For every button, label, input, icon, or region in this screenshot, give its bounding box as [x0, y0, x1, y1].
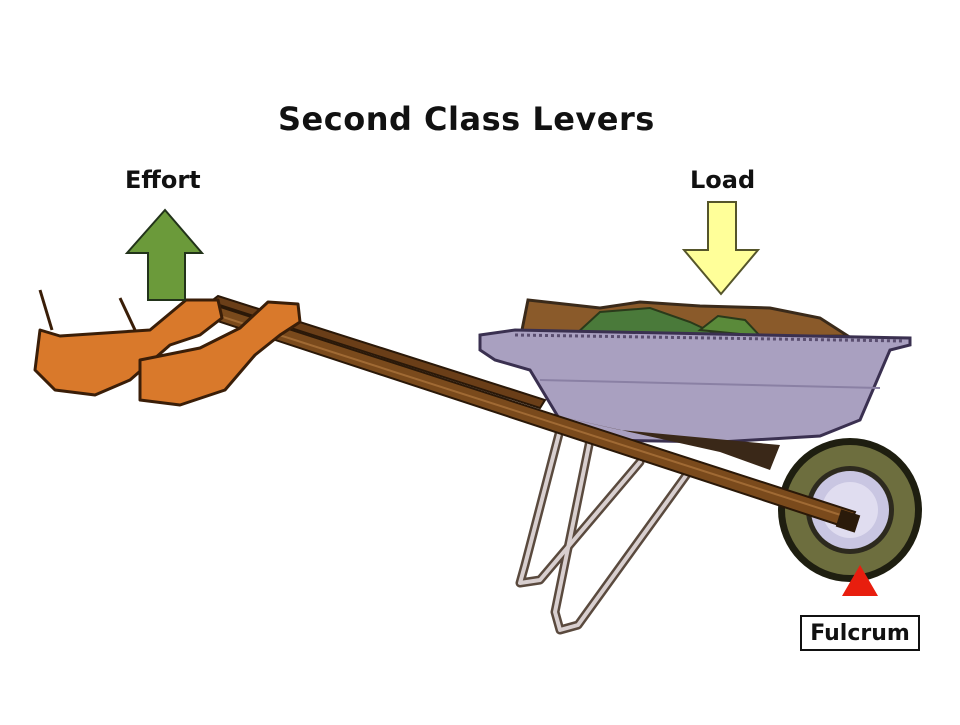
fulcrum-label: Fulcrum [810, 620, 910, 646]
arms [33, 289, 302, 407]
fulcrum-marker [842, 565, 878, 596]
load-label: Load [690, 166, 756, 194]
wheelbarrow-tray [478, 328, 912, 444]
load-arrow [681, 201, 761, 296]
diagram-title: Second Class Levers [278, 100, 655, 138]
load-heap [518, 298, 854, 342]
fulcrum-label-box: Fulcrum [800, 615, 920, 651]
tray-support [540, 412, 780, 470]
effort-label: Effort [125, 166, 201, 194]
effort-arrow [124, 208, 205, 301]
